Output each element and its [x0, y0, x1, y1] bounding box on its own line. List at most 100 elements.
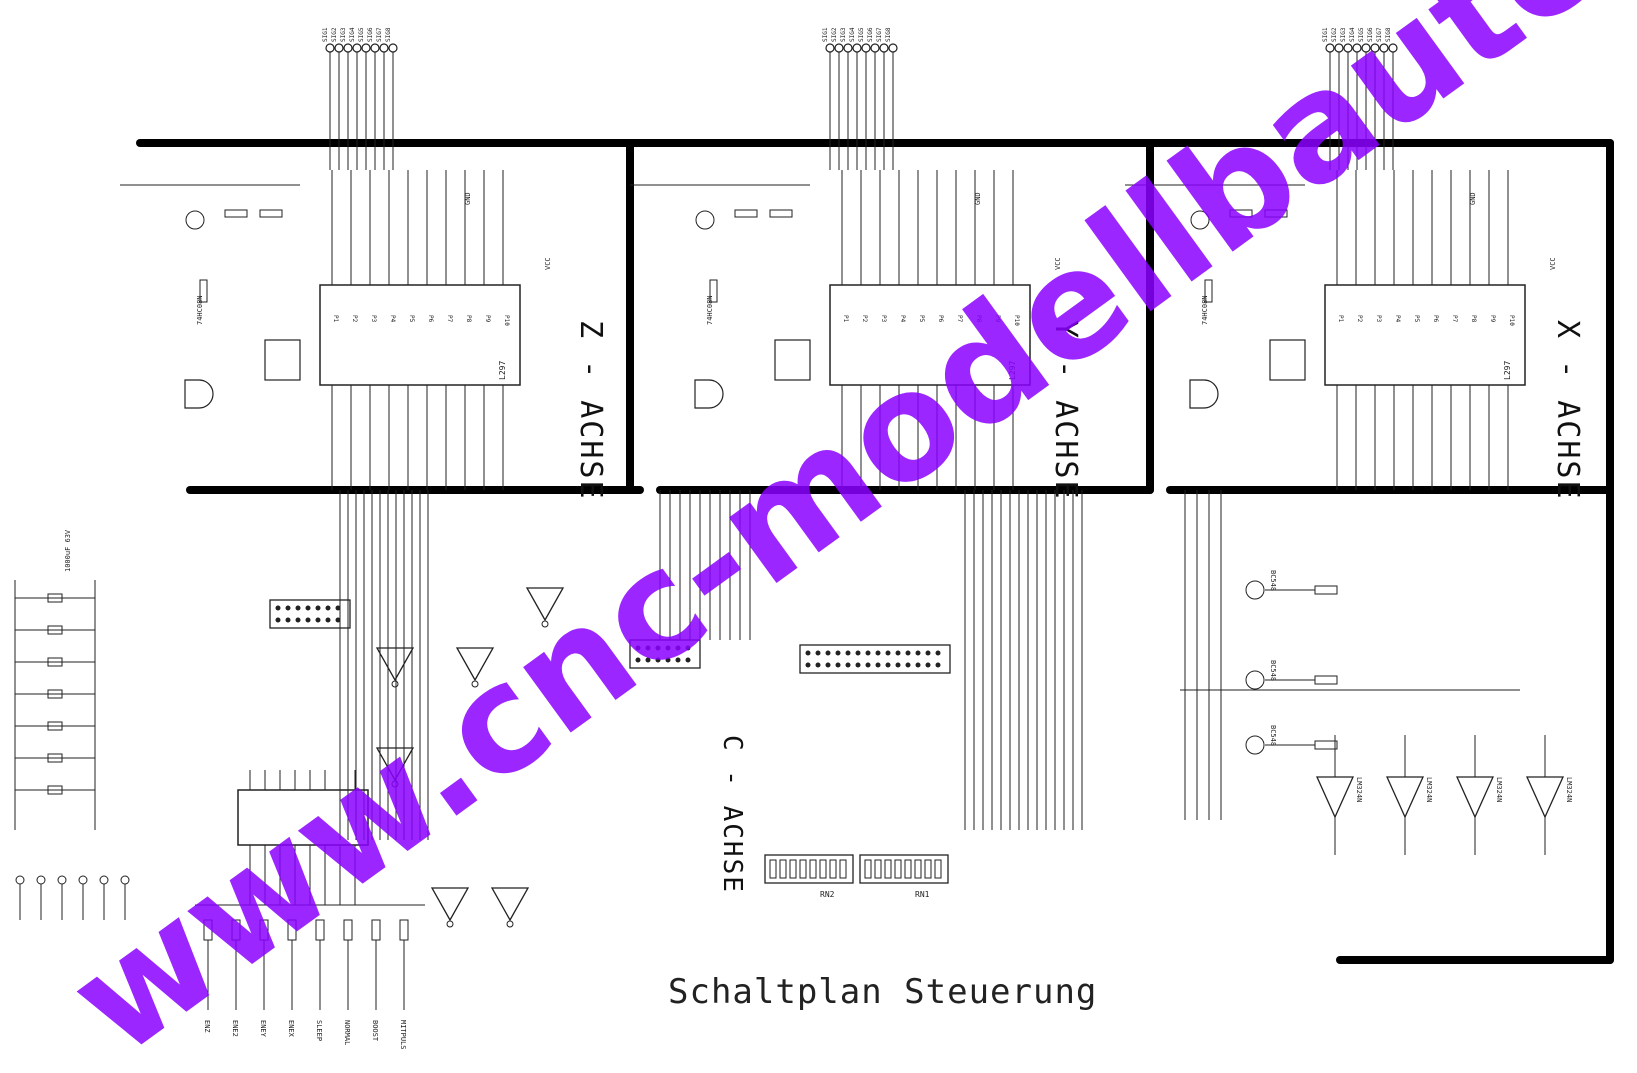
driver-pin-label: P5 — [408, 315, 415, 323]
header-pin-label: SIG4 — [349, 27, 356, 42]
header-pin-label: SIG7 — [876, 27, 883, 42]
logic-ic — [237, 789, 369, 846]
driver-pin-label: P6 — [937, 315, 944, 323]
resistor — [203, 919, 213, 941]
bottom-signal-label: MITPULS — [399, 1020, 407, 1050]
resistor — [259, 209, 283, 218]
header-pin — [645, 645, 651, 651]
header-pin — [655, 645, 661, 651]
pin-header-circle — [861, 43, 871, 53]
driver-pin-label: P9 — [1489, 315, 1496, 323]
gate-label: 74HC08N — [1201, 295, 1209, 325]
axis-label-c: C - ACHSE — [717, 735, 747, 894]
header-pin — [865, 650, 871, 656]
dip-switch — [914, 859, 922, 879]
vcc-label: VCC — [1549, 257, 1557, 270]
pin-header-circle — [352, 43, 362, 53]
header-pin — [305, 605, 311, 611]
header-pin — [645, 657, 651, 663]
opamp-symbol — [1385, 776, 1425, 819]
driver-pin-label: P1 — [1337, 315, 1344, 323]
supply-component — [47, 657, 63, 667]
inverter-bubble — [506, 920, 514, 928]
header-pin-label: SIG3 — [840, 27, 847, 42]
driver-pin-label: P10 — [1508, 315, 1515, 326]
pin-header-circle — [1334, 43, 1344, 53]
header-pin-label: SIG6 — [867, 27, 874, 42]
header-pin — [895, 662, 901, 668]
header-pin — [665, 645, 671, 651]
header-pin — [275, 605, 281, 611]
header-pin — [295, 605, 301, 611]
supply-terminal — [36, 875, 46, 885]
transistor-symbol — [1245, 670, 1265, 690]
dip-switch — [829, 859, 837, 879]
inverter-symbol — [375, 747, 415, 782]
pin-header-circle — [843, 43, 853, 53]
header-pin — [815, 662, 821, 668]
driver-pin-label: P4 — [1394, 315, 1401, 323]
dip-switch — [864, 859, 872, 879]
inverter-bubble — [391, 780, 399, 788]
gnd-label: GND — [464, 192, 472, 205]
inverter-bubble — [391, 680, 399, 688]
transistor-label: BC548 — [1269, 725, 1277, 746]
resistor — [734, 209, 758, 218]
driver-pin-label: P5 — [1413, 315, 1420, 323]
opamp-label: LM324N — [1425, 777, 1433, 802]
header-pin-label: SIG4 — [1349, 27, 1356, 42]
resistor — [231, 919, 241, 941]
header-pin — [845, 650, 851, 656]
driver-pin-label: P4 — [389, 315, 396, 323]
opamp-label: LM324N — [1565, 777, 1573, 802]
header-pin — [325, 617, 331, 623]
dip-switch — [819, 859, 827, 879]
pin-header-circle — [1361, 43, 1371, 53]
header-pin-label: SIG2 — [831, 27, 838, 42]
header-pin — [915, 662, 921, 668]
driver-ic-label: L297 — [498, 361, 507, 380]
header-pin — [635, 645, 641, 651]
inverter-symbol — [430, 887, 470, 922]
header-pin — [295, 617, 301, 623]
supply-component — [47, 689, 63, 699]
header-pin — [835, 662, 841, 668]
header-pin — [885, 662, 891, 668]
pin-header-circle — [334, 43, 344, 53]
header-pin — [685, 657, 691, 663]
transistor-symbol — [185, 210, 205, 230]
pin-header-circle — [888, 43, 898, 53]
driver-ic-label: L297 — [1503, 361, 1512, 380]
driver-pin-label: P2 — [351, 315, 358, 323]
pin-header — [269, 599, 351, 629]
driver-pin-label: P7 — [1451, 315, 1458, 323]
driver-ic-label: L297 — [1008, 361, 1017, 380]
opamp-label: LM324N — [1495, 777, 1503, 802]
gnd-label: GND — [1469, 192, 1477, 205]
pin-header-circle — [852, 43, 862, 53]
header-pin — [665, 657, 671, 663]
header-pin — [935, 650, 941, 656]
supply-component — [47, 721, 63, 731]
resistor — [1314, 675, 1338, 685]
driver-pin-label: P1 — [842, 315, 849, 323]
driver-pin-label: P7 — [446, 315, 453, 323]
resistor — [1204, 279, 1213, 303]
resistor — [315, 919, 325, 941]
driver-pin-label: P9 — [994, 315, 1001, 323]
header-pin — [825, 650, 831, 656]
dip-switch — [884, 859, 892, 879]
small-ic — [264, 339, 301, 381]
dip-switch — [779, 859, 787, 879]
header-pin — [805, 650, 811, 656]
bottom-signal-label: SLEEP — [315, 1020, 323, 1041]
driver-pin-label: P2 — [861, 315, 868, 323]
dip-switch — [839, 859, 847, 879]
resistor — [371, 919, 381, 941]
supply-component — [47, 625, 63, 635]
resistor — [224, 209, 248, 218]
header-pin — [855, 662, 861, 668]
transistor-symbol — [1245, 580, 1265, 600]
resistor — [199, 279, 208, 303]
